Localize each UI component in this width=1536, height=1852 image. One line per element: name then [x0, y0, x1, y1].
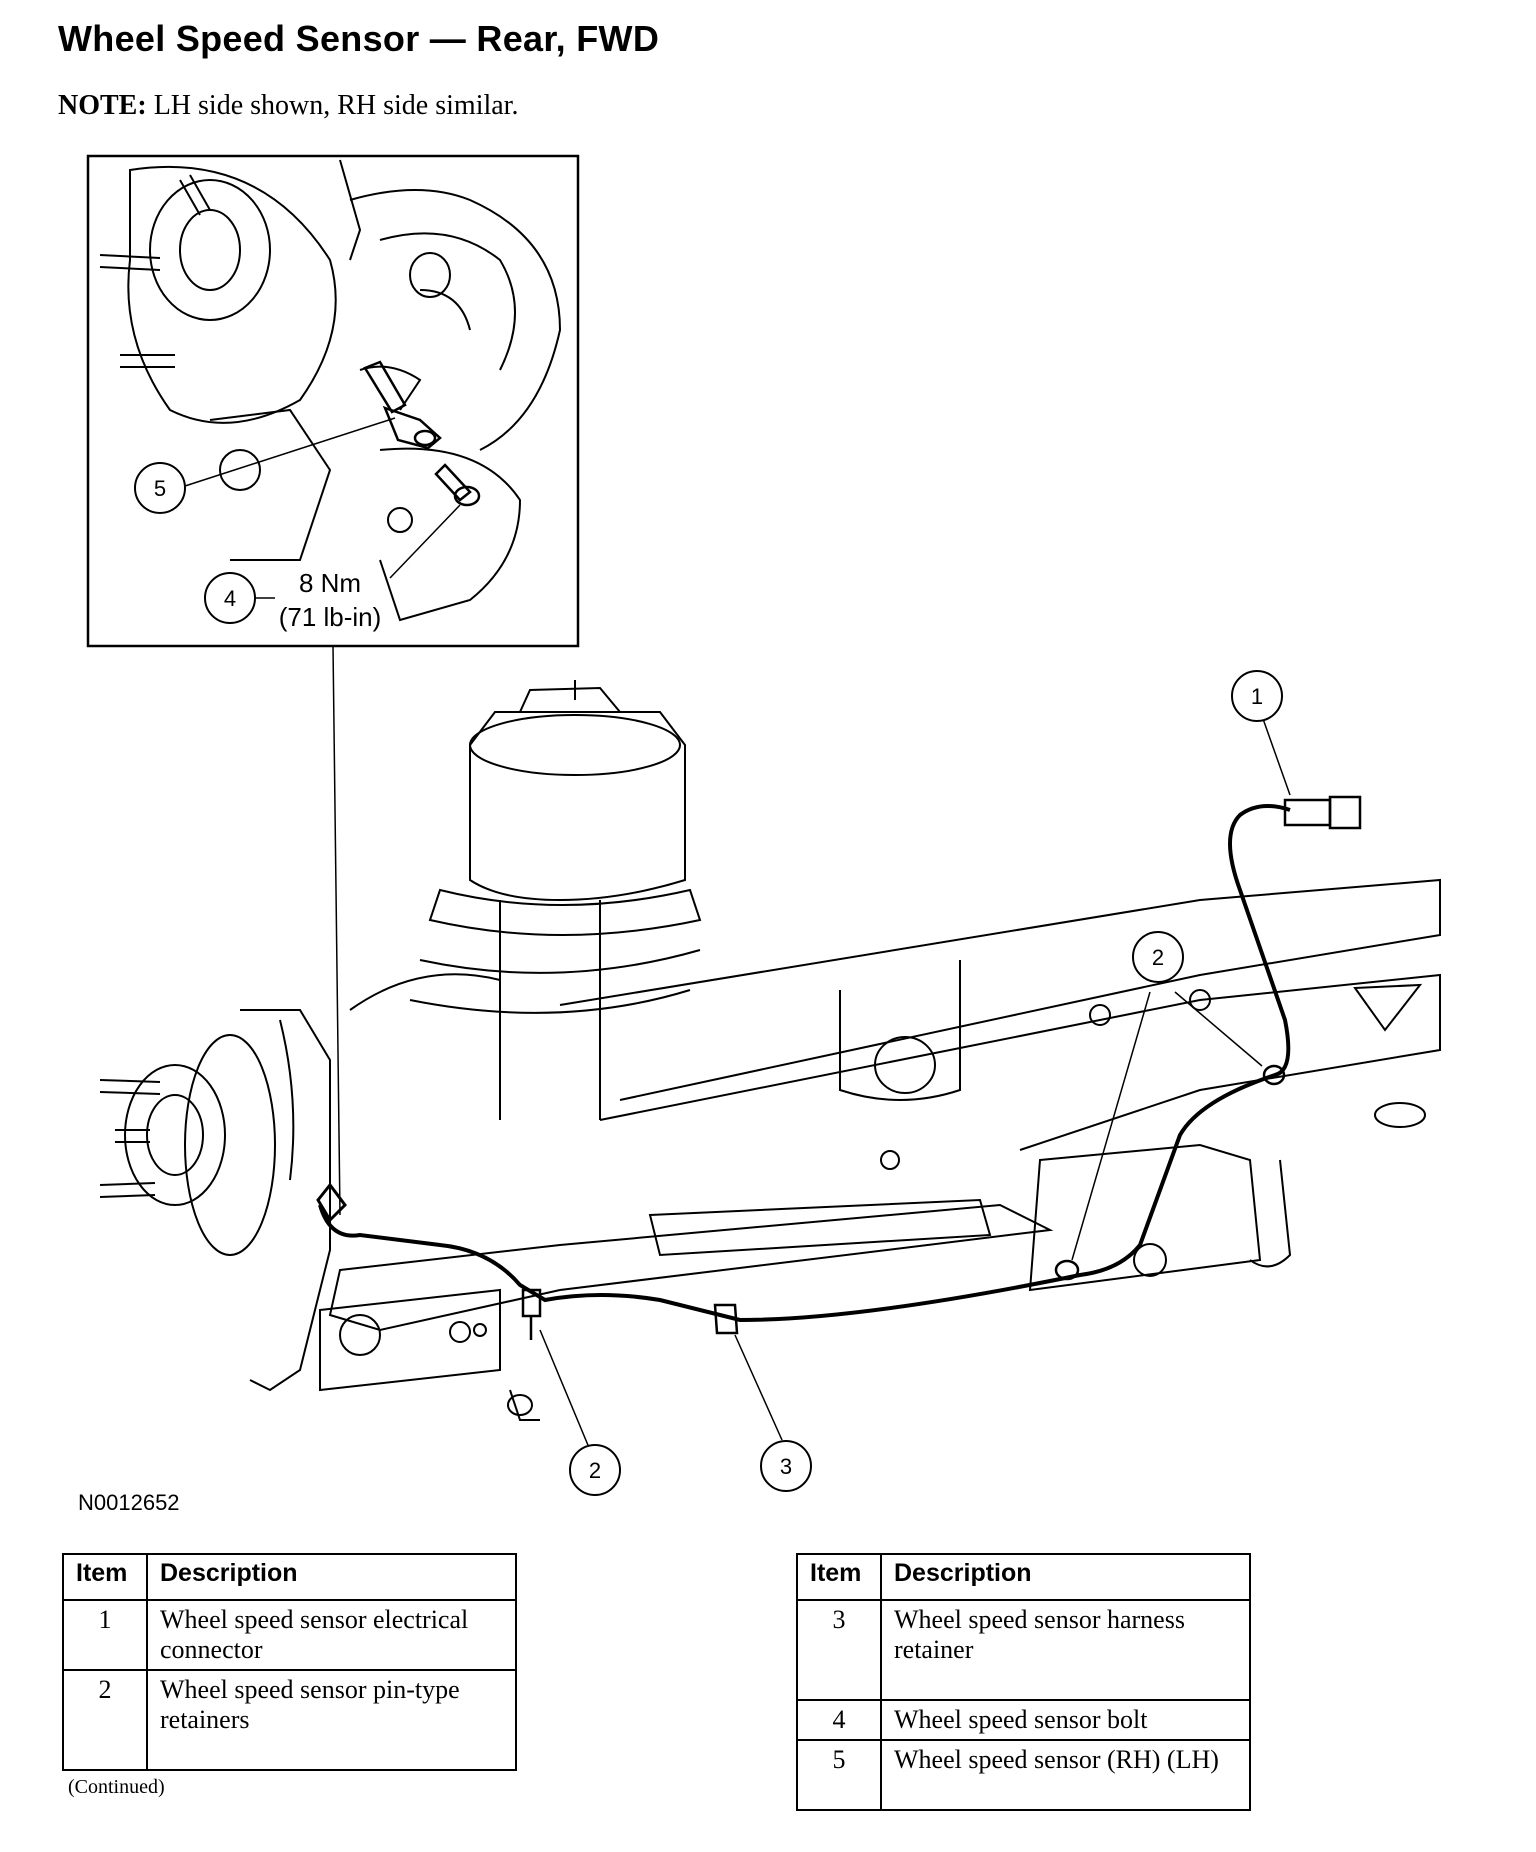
callout-1-label: 1	[1251, 684, 1263, 709]
callout-3-label: 3	[780, 1454, 792, 1479]
callout-4-label: 4	[224, 586, 236, 611]
strut-assembly	[409, 680, 702, 1120]
table-row: 4 Wheel speed sensor bolt	[796, 1699, 1251, 1741]
item-number: 2	[62, 1669, 148, 1771]
table-row: 2 Wheel speed sensor pin-type retainers	[62, 1669, 517, 1771]
callout-2-lower-label: 2	[589, 1458, 601, 1483]
table-row: 3 Wheel speed sensor harness retainer	[796, 1599, 1251, 1701]
item-table-left: Item Description 1 Wheel speed sensor el…	[62, 1553, 517, 1771]
harness-parts	[521, 795, 1362, 1340]
item-description: Wheel speed sensor pin-type retainers	[146, 1669, 517, 1771]
callout-5-label: 5	[154, 476, 166, 501]
item-number: 4	[796, 1699, 882, 1741]
callout-leaders	[539, 715, 1291, 1451]
item-description: Wheel speed sensor harness retainer	[880, 1599, 1251, 1701]
item-header: Item	[796, 1553, 882, 1601]
item-number: 5	[796, 1739, 882, 1811]
inset-hub-drawing	[99, 159, 562, 622]
note-label: NOTE:	[58, 90, 147, 121]
callout-1-circle	[1231, 670, 1283, 722]
callout-3-circle	[760, 1440, 812, 1492]
callout-5-circle	[134, 462, 186, 514]
note-line: NOTE: LH side shown, RH side similar.	[58, 90, 518, 122]
figure-id: N0012652	[78, 1490, 180, 1515]
item-description: Wheel speed sensor bolt	[880, 1699, 1251, 1741]
item-number: 3	[796, 1599, 882, 1701]
note-text: LH side shown, RH side similar.	[153, 90, 519, 121]
callout-2-lower-circle	[569, 1444, 621, 1496]
item-description: Wheel speed sensor electrical connector	[146, 1599, 517, 1671]
description-header: Description	[880, 1553, 1251, 1601]
sensor-harness	[316, 804, 1291, 1323]
table-row: 1 Wheel speed sensor electrical connecto…	[62, 1599, 517, 1671]
inset-sensor	[363, 360, 481, 507]
lower-control-arm	[319, 1203, 1167, 1421]
page-title: Wheel Speed Sensor — Rear, FWD	[58, 18, 660, 59]
wheel-hub	[99, 973, 501, 1392]
item-header: Item	[62, 1553, 148, 1601]
crossmember	[559, 878, 1441, 1292]
description-header: Description	[146, 1553, 517, 1601]
item-number: 1	[62, 1599, 148, 1671]
callout-2-upper-label: 2	[1152, 945, 1164, 970]
callout-2-upper-circle	[1132, 931, 1184, 983]
item-description: Wheel speed sensor (RH) (LH)	[880, 1739, 1251, 1811]
torque-value: 8 Nm	[299, 568, 361, 598]
item-table-right: Item Description 3 Wheel speed sensor ha…	[796, 1553, 1251, 1811]
continued-note: (Continued)	[68, 1776, 165, 1798]
torque-imperial: (71 lb-in)	[279, 602, 382, 632]
callout-4-circle	[204, 572, 256, 624]
table-row: 5 Wheel speed sensor (RH) (LH)	[796, 1739, 1251, 1811]
wheel-speed-sensor-illustration: 1 2 2 3 4 5 8 Nm (71 lb-in)	[86, 154, 1441, 1496]
